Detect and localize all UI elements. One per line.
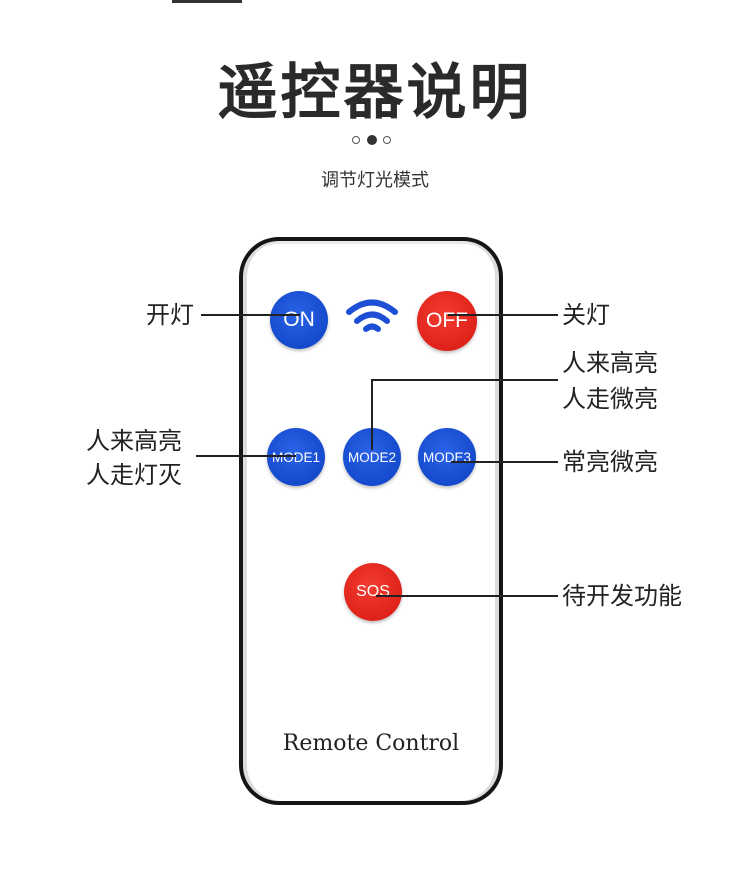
wifi-icon: [346, 299, 398, 332]
label-on: 开灯: [146, 301, 194, 329]
label-sos: 待开发功能: [562, 582, 682, 610]
mode2-button[interactable]: MODE2: [343, 428, 401, 486]
page-title: 遥控器说明: [217, 58, 533, 128]
indicator-dot: [383, 136, 391, 144]
mode3-button[interactable]: MODE3: [418, 428, 476, 486]
label-off: 关灯: [562, 301, 610, 329]
carousel-indicator: [350, 135, 400, 148]
label-mode1-line1: 人来高亮: [86, 427, 182, 455]
label-mode2-line2: 人走微亮: [562, 385, 658, 413]
on-button[interactable]: ON: [270, 291, 328, 349]
label-mode2-line1: 人来高亮: [562, 349, 658, 377]
remote-brand-text: Remote Control: [282, 731, 460, 756]
top-decoration-bar: [172, 0, 242, 3]
indicator-dot-active: [367, 135, 377, 145]
indicator-dot: [352, 136, 360, 144]
off-button[interactable]: OFF: [417, 291, 477, 351]
mode1-button[interactable]: MODE1: [267, 428, 325, 486]
label-mode3: 常亮微亮: [562, 448, 658, 476]
sos-button[interactable]: SOS: [344, 563, 402, 621]
label-mode1-line2: 人走灯灭: [86, 461, 182, 489]
page-subtitle: 调节灯光模式: [321, 170, 429, 191]
